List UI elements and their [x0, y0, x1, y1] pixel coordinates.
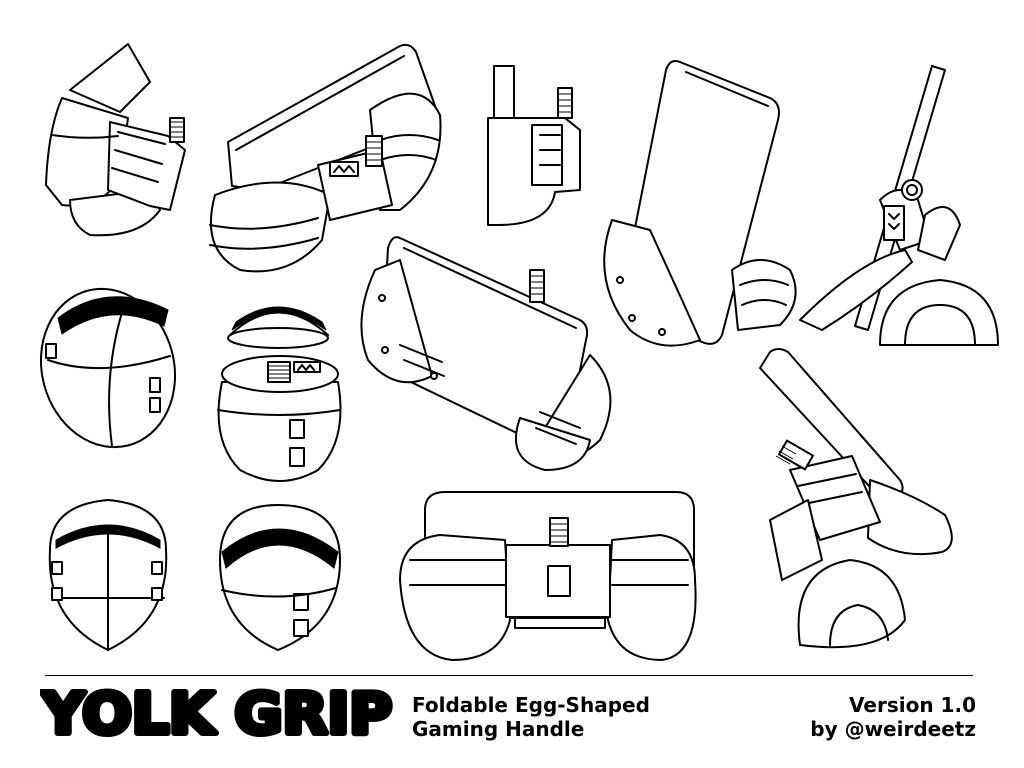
view-phone-mounted-side [799, 65, 999, 346]
view-egg-knob-open [217, 306, 342, 482]
logo-text: YOLK GRIP [41, 683, 392, 743]
author-label: by @weirdeetz [810, 717, 976, 741]
view-egg-front [48, 499, 168, 651]
subtitle: Foldable Egg-Shaped Gaming Handle [412, 693, 712, 741]
view-grip-tilted-iso [759, 348, 953, 649]
view-grip-side-section [487, 65, 581, 226]
view-grip-iso-phone [209, 43, 442, 273]
view-phone-mounted-iso [603, 60, 797, 347]
view-egg-closed-iso [39, 287, 177, 449]
view-grip-front-iso [360, 236, 612, 471]
view-grip-front-flat [399, 491, 697, 661]
illustration-sheet [39, 43, 999, 661]
version-info: Version 1.0 by @weirdeetz [716, 693, 976, 741]
logo: YOLK GRIP [40, 683, 400, 743]
view-grip-side-folded [45, 43, 186, 237]
view-egg-top-iso [219, 504, 341, 651]
version-label: Version 1.0 [849, 693, 976, 717]
subtitle-line-1: Foldable Egg-Shaped [412, 693, 650, 717]
subtitle-line-2: Gaming Handle [412, 717, 585, 741]
divider-line [45, 675, 973, 676]
